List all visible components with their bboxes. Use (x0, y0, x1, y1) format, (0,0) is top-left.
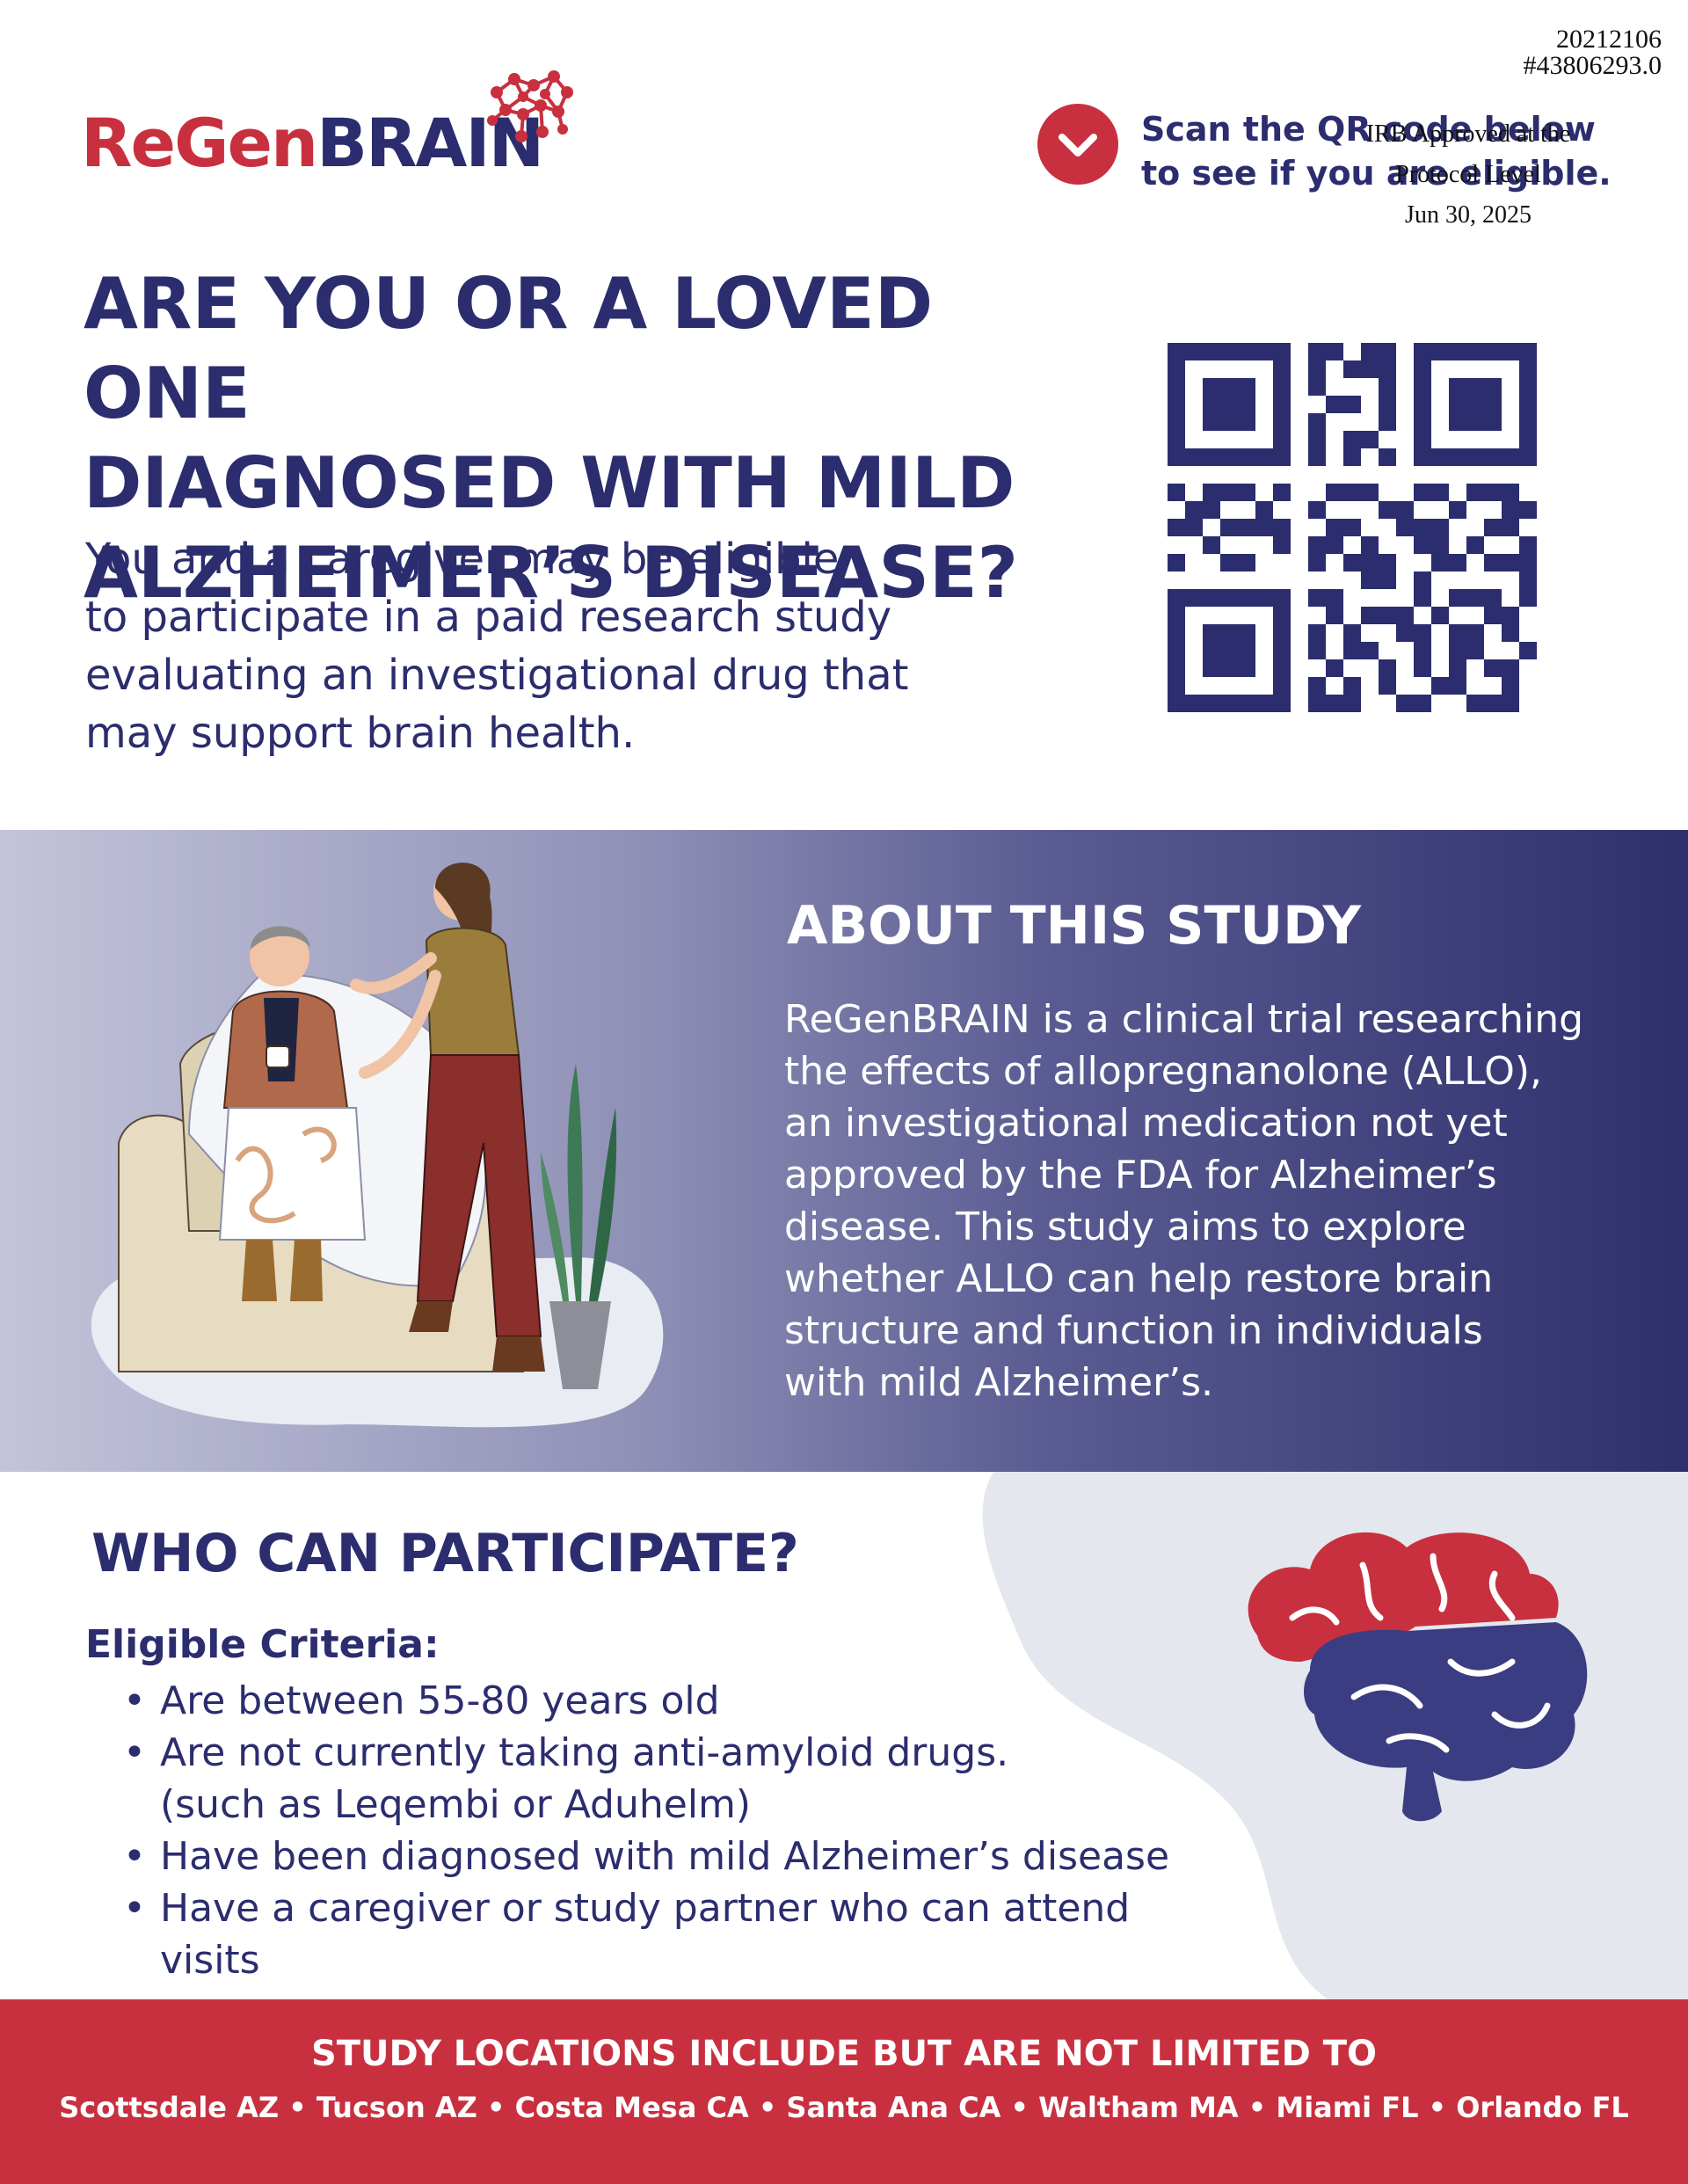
criteria-text: Are between 55-80 years old (160, 1678, 720, 1723)
irb-line-1: IRB Approved at the (1365, 120, 1571, 148)
regenbrain-logo: ReGenBRAIN (81, 110, 544, 177)
criteria-text: Are not currently taking anti-amyloid dr… (160, 1730, 1009, 1775)
document-stamp: 20212106 #43806293.0 (1524, 26, 1663, 79)
list-item: Have a caregiver or study partner who ca… (123, 1882, 1231, 1986)
criteria-text: Have a caregiver or study partner who ca… (160, 1886, 1131, 1983)
stamp-reference: #43806293.0 (1523, 51, 1663, 80)
intro-line-3: evaluating an investigational drug that (85, 651, 909, 700)
scan-line-1: Scan the QR code below (1141, 110, 1596, 149)
headline-line-3: ALZHEIMER’S DISEASE? (84, 532, 1019, 614)
brain-icon (1248, 1532, 1588, 1822)
qr-code[interactable] (1168, 343, 1537, 712)
list-item: Are not currently taking anti-amyloid dr… (123, 1727, 1231, 1831)
locations-footer (0, 1999, 1688, 2184)
criteria-title: Eligible Criteria: (85, 1622, 440, 1667)
intro-line-1: You and a caregiver may be eligible (85, 535, 840, 584)
about-line: approved by the FDA for Alzheimer’s (784, 1153, 1497, 1198)
caregiver-illustration (91, 863, 664, 1428)
about-line: the effects of allopregnanolone (ALLO), (784, 1049, 1543, 1094)
scan-badge (1037, 104, 1118, 185)
scan-instructions: Scan the QR code below to see if you are… (1141, 107, 1612, 195)
about-title: ABOUT THIS STUDY (787, 895, 1362, 957)
about-line: ReGenBRAIN is a clinical trial researchi… (784, 997, 1584, 1042)
about-line: whether ALLO can help restore brain (784, 1256, 1494, 1301)
locations-list: Scottsdale AZ • Tucson AZ • Costa Mesa C… (59, 2091, 1629, 2124)
irb-line-2: Protocol Level (1395, 161, 1541, 188)
scan-line-2: to see if you are eligible. (1141, 154, 1612, 193)
intro-paragraph: You and a caregiver may be eligible to p… (85, 530, 947, 762)
logo-part-brain: BRAIN (316, 104, 544, 182)
headline-line-2: DIAGNOSED WITH MILD (84, 442, 1015, 524)
irb-date: Jun 30, 2025 (1405, 201, 1532, 229)
about-line: an investigational medication not yet (784, 1101, 1508, 1146)
participate-title: WHO CAN PARTICIPATE? (91, 1523, 799, 1584)
page-title: ARE YOU OR A LOVED ONE DIAGNOSED WITH MI… (84, 259, 1121, 618)
locations-title: STUDY LOCATIONS INCLUDE BUT ARE NOT LIMI… (310, 2034, 1378, 2074)
stamp-number: 20212106 (1556, 25, 1662, 54)
irb-approval-stamp: IRB Approved at the Protocol Level Jun 3… (1301, 114, 1635, 236)
about-line: disease. This study aims to explore (784, 1205, 1466, 1249)
intro-line-4: may support brain health. (85, 709, 636, 758)
about-line: with mild Alzheimer’s. (784, 1360, 1214, 1405)
about-body: ReGenBRAIN is a clinical trial researchi… (784, 994, 1628, 1409)
logo-part-regen: ReGen (81, 104, 318, 182)
list-item: Are between 55-80 years old (123, 1675, 1231, 1727)
criteria-note: (such as Leqembi or Aduhelm) (160, 1782, 752, 1827)
neural-network-icon (487, 70, 573, 142)
criteria-text: Have been diagnosed with mild Alzheimer’… (160, 1834, 1170, 1879)
headline-line-1: ARE YOU OR A LOVED ONE (84, 263, 934, 434)
about-line: structure and function in individuals (784, 1308, 1483, 1353)
chevron-down-icon (1059, 134, 1097, 157)
list-item: Have been diagnosed with mild Alzheimer’… (123, 1831, 1231, 1882)
intro-line-2: to participate in a paid research study (85, 593, 892, 642)
criteria-list: Are between 55-80 years old Are not curr… (123, 1675, 1231, 1986)
